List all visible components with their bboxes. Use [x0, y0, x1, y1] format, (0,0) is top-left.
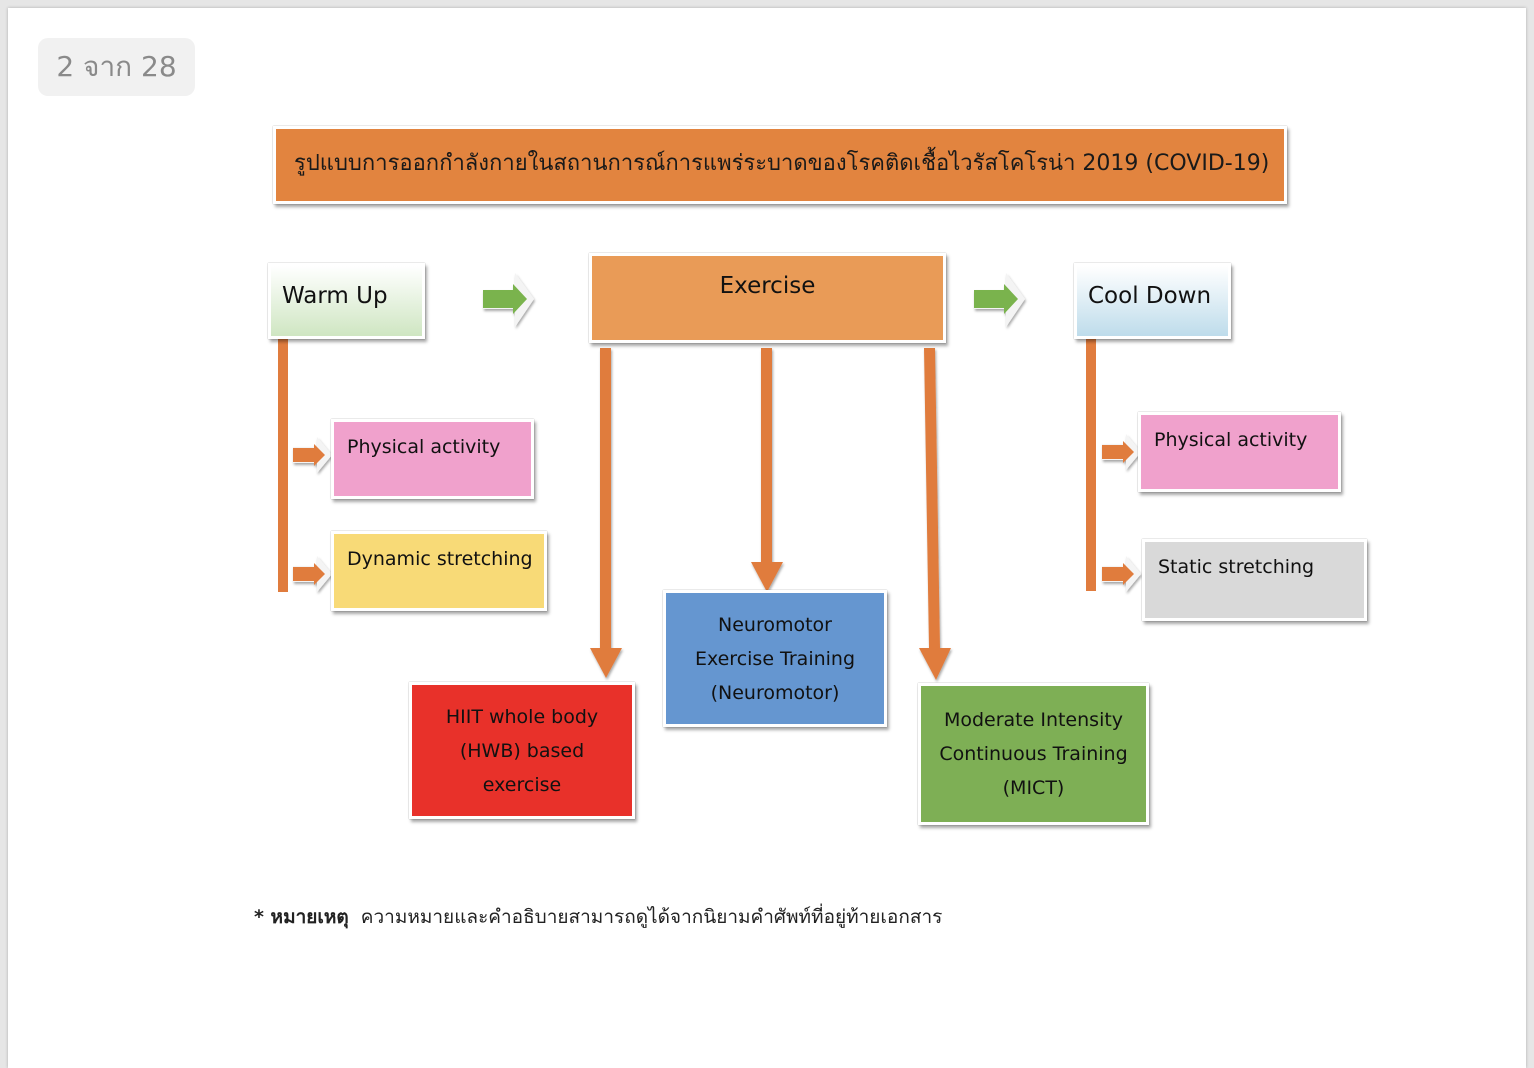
exercise-neuromotor-box: Neuromotor Exercise Training (Neuromotor… [663, 590, 887, 727]
hiit-line-2: (HWB) based [459, 739, 585, 762]
cooldown-connector-line [1086, 339, 1096, 591]
footnote-label: * หมายเหตุ [254, 906, 349, 928]
exercise-arrow-to-mict [919, 348, 951, 680]
footnote: * หมายเหตุ ความหมายและคำอธิบายสามารถดูได้… [254, 902, 942, 932]
warmup-dynamic-stretching: Dynamic stretching [331, 531, 547, 611]
stage-cool-down: Cool Down [1074, 263, 1231, 339]
warmup-branch-arrow-2 [293, 556, 332, 592]
neuromotor-line-3: (Neuromotor) [710, 681, 840, 704]
flow-arrow-exercise-to-cooldown [974, 273, 1025, 327]
mict-line-1: Moderate Intensity [943, 709, 1124, 731]
warmup-connector-line [278, 339, 288, 592]
exercise-mict-box: Moderate Intensity Continuous Training (… [918, 683, 1149, 825]
neuromotor-line-2: Exercise Training [694, 647, 856, 670]
stage-warm-up: Warm Up [268, 263, 425, 339]
warmup-physical-activity: Physical activity [331, 419, 534, 499]
warmup-branch-arrow-1 [293, 437, 332, 473]
page-indicator: 2 จาก 28 [38, 38, 195, 96]
neuromotor-line-1: Neuromotor [718, 613, 832, 636]
cooldown-physical-activity: Physical activity [1138, 412, 1341, 492]
mict-line-3: (MICT) [1002, 777, 1065, 799]
cooldown-branch-arrow-1 [1102, 434, 1141, 470]
hiit-line-3: exercise [482, 773, 562, 796]
mict-line-2: Continuous Training [939, 743, 1128, 765]
cooldown-static-stretching: Static stretching [1142, 539, 1367, 621]
hiit-line-1: HIIT whole body [445, 705, 599, 728]
exercise-hiit-box: HIIT whole body (HWB) based exercise [409, 682, 635, 819]
footnote-text: ความหมายและคำอธิบายสามารถดูได้จากนิยามคำ… [360, 906, 943, 928]
exercise-arrow-to-hiit [590, 348, 622, 678]
cooldown-branch-arrow-2 [1102, 556, 1141, 592]
stage-exercise: Exercise [589, 253, 946, 343]
flow-arrow-warmup-to-exercise [483, 273, 534, 327]
exercise-arrow-to-neuromotor [751, 348, 783, 592]
diagram-title-banner: รูปแบบการออกกำลังกายในสถานการณ์การแพร่ระ… [273, 126, 1287, 204]
